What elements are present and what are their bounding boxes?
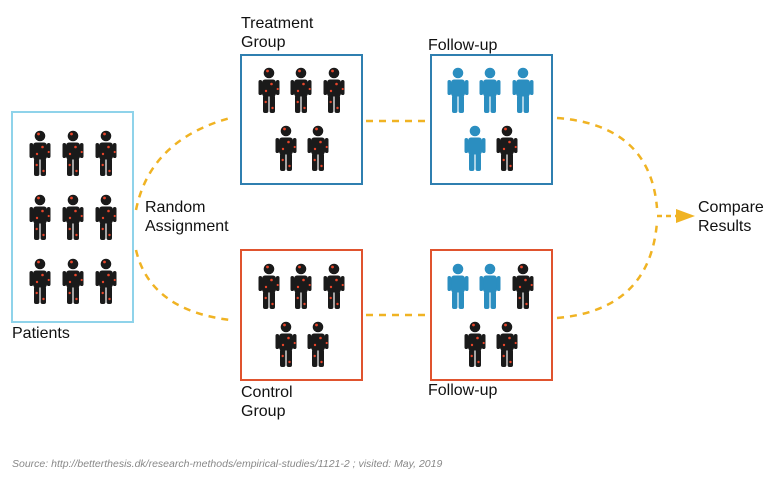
treatment-follow-up-box	[430, 54, 553, 185]
person-sick-icon	[307, 125, 329, 171]
person-sick-icon	[62, 130, 84, 176]
treatment-group-box	[240, 54, 363, 185]
treatment-follow-up-figures	[447, 67, 534, 171]
random-assignment-label-line2: Assignment	[145, 218, 229, 235]
treatment-group-label-line1: Treatment	[241, 15, 314, 32]
person-healthy-icon	[512, 67, 534, 113]
connector-followup-bottom-to-compare	[556, 221, 659, 320]
person-sick-icon	[62, 258, 84, 304]
person-sick-icon	[464, 321, 486, 367]
person-sick-icon	[62, 194, 84, 240]
compare-results-label: Compare Results	[698, 198, 764, 236]
person-sick-icon	[496, 125, 518, 171]
control-group-label-line1: Control	[241, 384, 293, 401]
person-sick-icon	[258, 67, 280, 113]
person-healthy-icon	[447, 67, 469, 113]
person-sick-icon	[275, 125, 297, 171]
person-healthy-icon	[447, 263, 469, 309]
person-sick-icon	[290, 67, 312, 113]
control-group-box	[240, 249, 363, 381]
person-sick-icon	[512, 263, 534, 309]
person-sick-icon	[323, 67, 345, 113]
patients-box	[11, 111, 134, 323]
person-sick-icon	[95, 258, 117, 304]
person-sick-icon	[29, 258, 51, 304]
control-group-label-line2: Group	[241, 403, 286, 420]
treatment-group-figures	[258, 67, 345, 171]
connector-patients-to-treatment	[134, 116, 231, 211]
connector-followup-top-to-compare	[556, 116, 659, 209]
patients-figures	[29, 130, 117, 304]
control-group-figures	[258, 263, 345, 367]
person-sick-icon	[496, 321, 518, 367]
compare-results-label-line2: Results	[698, 218, 752, 235]
person-sick-icon	[258, 263, 280, 309]
control-follow-up-box	[430, 249, 553, 381]
arrow-right-icon	[676, 209, 695, 223]
random-assignment-label-line1: Random	[145, 199, 206, 216]
patients-label: Patients	[12, 325, 70, 342]
person-sick-icon	[95, 194, 117, 240]
person-sick-icon	[323, 263, 345, 309]
person-sick-icon	[307, 321, 329, 367]
connectors	[134, 116, 659, 322]
compare-results-label-line1: Compare	[698, 199, 764, 216]
person-sick-icon	[29, 194, 51, 240]
treatment-group-label-line2: Group	[241, 34, 286, 51]
control-follow-up-figures	[447, 263, 534, 367]
person-sick-icon	[290, 263, 312, 309]
person-sick-icon	[95, 130, 117, 176]
person-healthy-icon	[464, 125, 486, 171]
person-sick-icon	[29, 130, 51, 176]
person-sick-icon	[275, 321, 297, 367]
treatment-group-label: Treatment Group	[241, 14, 313, 52]
control-group-label: Control Group	[241, 383, 293, 421]
person-healthy-icon	[479, 263, 501, 309]
person-healthy-icon	[479, 67, 501, 113]
follow-up-top-label: Follow-up	[428, 37, 498, 54]
connector-patients-to-control	[134, 249, 231, 322]
random-assignment-label: Random Assignment	[145, 198, 229, 236]
source-caption: Source: http://betterthesis.dk/research-…	[12, 458, 443, 470]
follow-up-bottom-label: Follow-up	[428, 382, 498, 399]
